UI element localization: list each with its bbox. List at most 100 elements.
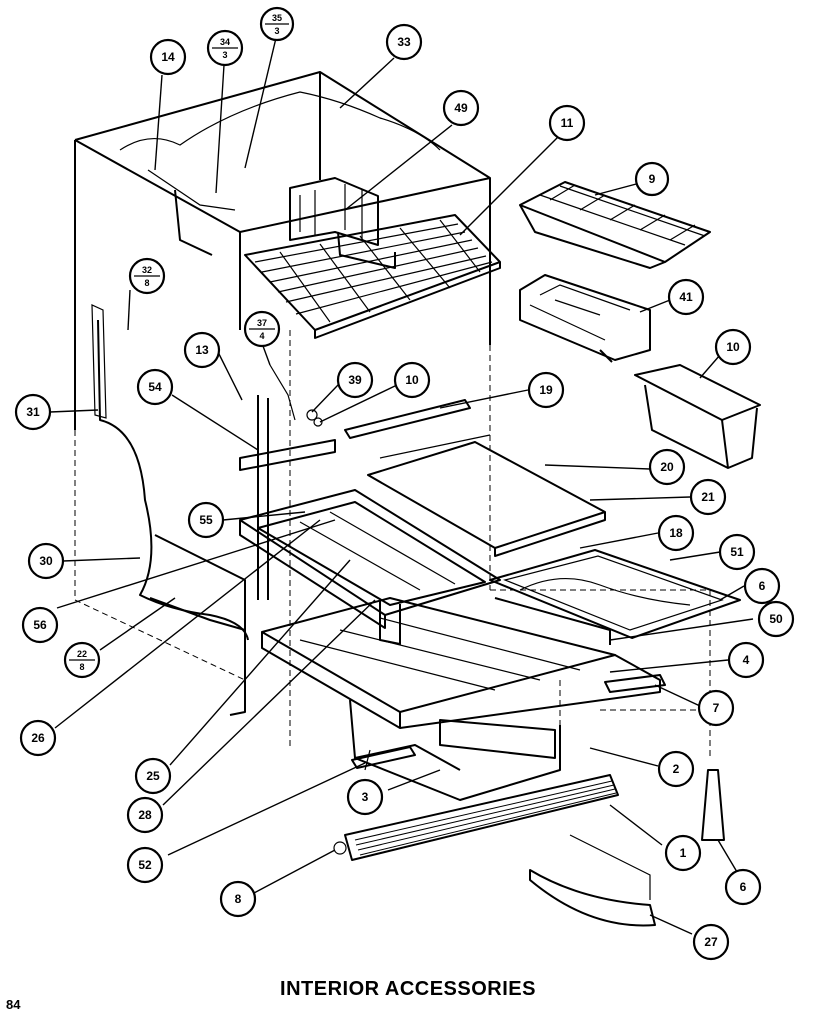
callout-13: 13 (183, 331, 221, 369)
callout-label: 18 (669, 526, 683, 540)
callout-label: 30 (39, 554, 53, 568)
callout-label: 6 (740, 880, 747, 894)
callout-1: 1 (664, 834, 702, 872)
wire-harness (91, 304, 249, 641)
callout-30: 30 (27, 542, 65, 580)
ice-maker (519, 274, 651, 363)
callout-top: 22 (77, 649, 87, 659)
callout-label: 31 (26, 405, 40, 419)
callout-21: 21 (689, 478, 727, 516)
callout-bottom: 8 (79, 662, 84, 672)
callout-top: 35 (272, 13, 282, 23)
callout-label: 21 (701, 490, 715, 504)
callout-label: 10 (726, 340, 740, 354)
callout-55: 55 (187, 501, 225, 539)
callout-7: 7 (697, 689, 735, 727)
callout-bottom: 8 (144, 278, 149, 288)
callout-label: 3 (362, 790, 369, 804)
callout-49: 49 (442, 89, 480, 127)
callout-2: 2 (657, 750, 695, 788)
callout-label: 13 (195, 343, 209, 357)
callout-6-leg: 6 (724, 868, 762, 906)
glass-shelf (367, 434, 606, 557)
callout-4: 4 (727, 641, 765, 679)
callout-18: 18 (657, 514, 695, 552)
callout-51: 51 (718, 533, 756, 571)
ice-bucket (634, 364, 761, 469)
callout-label: 41 (679, 290, 693, 304)
callout-3: 3 (346, 778, 384, 816)
callout-10-small: 10 (393, 361, 431, 399)
left-side-panel (149, 534, 246, 716)
callout-52: 52 (126, 846, 164, 884)
callout-label: 39 (348, 373, 362, 387)
callout-label: 2 (673, 762, 680, 776)
callout-label: 27 (704, 935, 718, 949)
callout-label: 9 (649, 172, 656, 186)
callout-label: 56 (33, 618, 47, 632)
callout-39: 39 (336, 361, 374, 399)
callout-8: 8 (219, 880, 257, 918)
callout-6-crisper: 6 (743, 567, 781, 605)
shelf-rail (344, 399, 471, 439)
callout-top: 32 (142, 265, 152, 275)
callout-label: 33 (397, 35, 411, 49)
freezer-wire-shelf (244, 214, 501, 339)
callout-top: 34 (220, 37, 230, 47)
callout-label: 1 (680, 846, 687, 860)
leveling-leg (701, 769, 725, 841)
callout-41: 41 (667, 278, 705, 316)
callout-35-3: 35 3 (259, 6, 295, 42)
callout-label: 49 (454, 101, 468, 115)
callout-32-8: 32 8 (128, 257, 166, 295)
callout-label: 20 (660, 460, 674, 474)
callout-26: 26 (19, 719, 57, 757)
callout-14: 14 (149, 38, 187, 76)
crisper-frame (239, 489, 501, 629)
callout-label: 55 (199, 513, 213, 527)
meat-drawer-assembly (261, 597, 666, 729)
callout-10-ice-bucket: 10 (714, 328, 752, 366)
drawer-handle (351, 746, 416, 771)
callout-50: 50 (757, 600, 795, 638)
callout-34-3: 34 3 (206, 29, 244, 67)
callout-19: 19 (527, 371, 565, 409)
callout-bottom: 3 (222, 50, 227, 60)
ice-tray (519, 181, 711, 269)
callout-label: 6 (759, 579, 766, 593)
callout-31: 31 (14, 393, 52, 431)
callout-top: 37 (257, 318, 267, 328)
callout-label: 7 (713, 701, 720, 715)
callout-9: 9 (634, 161, 670, 197)
callout-37-4: 37 4 (243, 310, 281, 348)
callout-label: 54 (148, 380, 162, 394)
callout-25: 25 (134, 757, 172, 795)
callout-label: 50 (769, 612, 783, 626)
callout-56: 56 (21, 606, 59, 644)
cabinet-shell (74, 71, 711, 770)
drawer-front (349, 699, 561, 801)
callout-11: 11 (548, 104, 586, 142)
mullion-bar (239, 395, 336, 600)
kick-plate-grille (333, 774, 619, 861)
page-number: 84 (6, 997, 21, 1012)
leader-lines (49, 37, 754, 935)
callout-bottom: 4 (259, 331, 264, 341)
callout-20: 20 (648, 448, 686, 486)
callout-54: 54 (136, 368, 174, 406)
callout-label: 52 (138, 858, 152, 872)
callout-label: 28 (138, 808, 152, 822)
callout-label: 4 (743, 653, 750, 667)
callout-22-8: 22 8 (63, 641, 101, 679)
callout-33: 33 (385, 23, 423, 61)
callout-label: 10 (405, 373, 419, 387)
ice-bin-bracket (289, 177, 396, 269)
callout-label: 26 (31, 731, 45, 745)
callout-bottom: 3 (274, 26, 279, 36)
callout-label: 25 (146, 769, 160, 783)
toe-tray (529, 834, 656, 927)
callout-label: 14 (161, 50, 175, 64)
callout-label: 19 (539, 383, 553, 397)
callout-27: 27 (692, 923, 730, 961)
